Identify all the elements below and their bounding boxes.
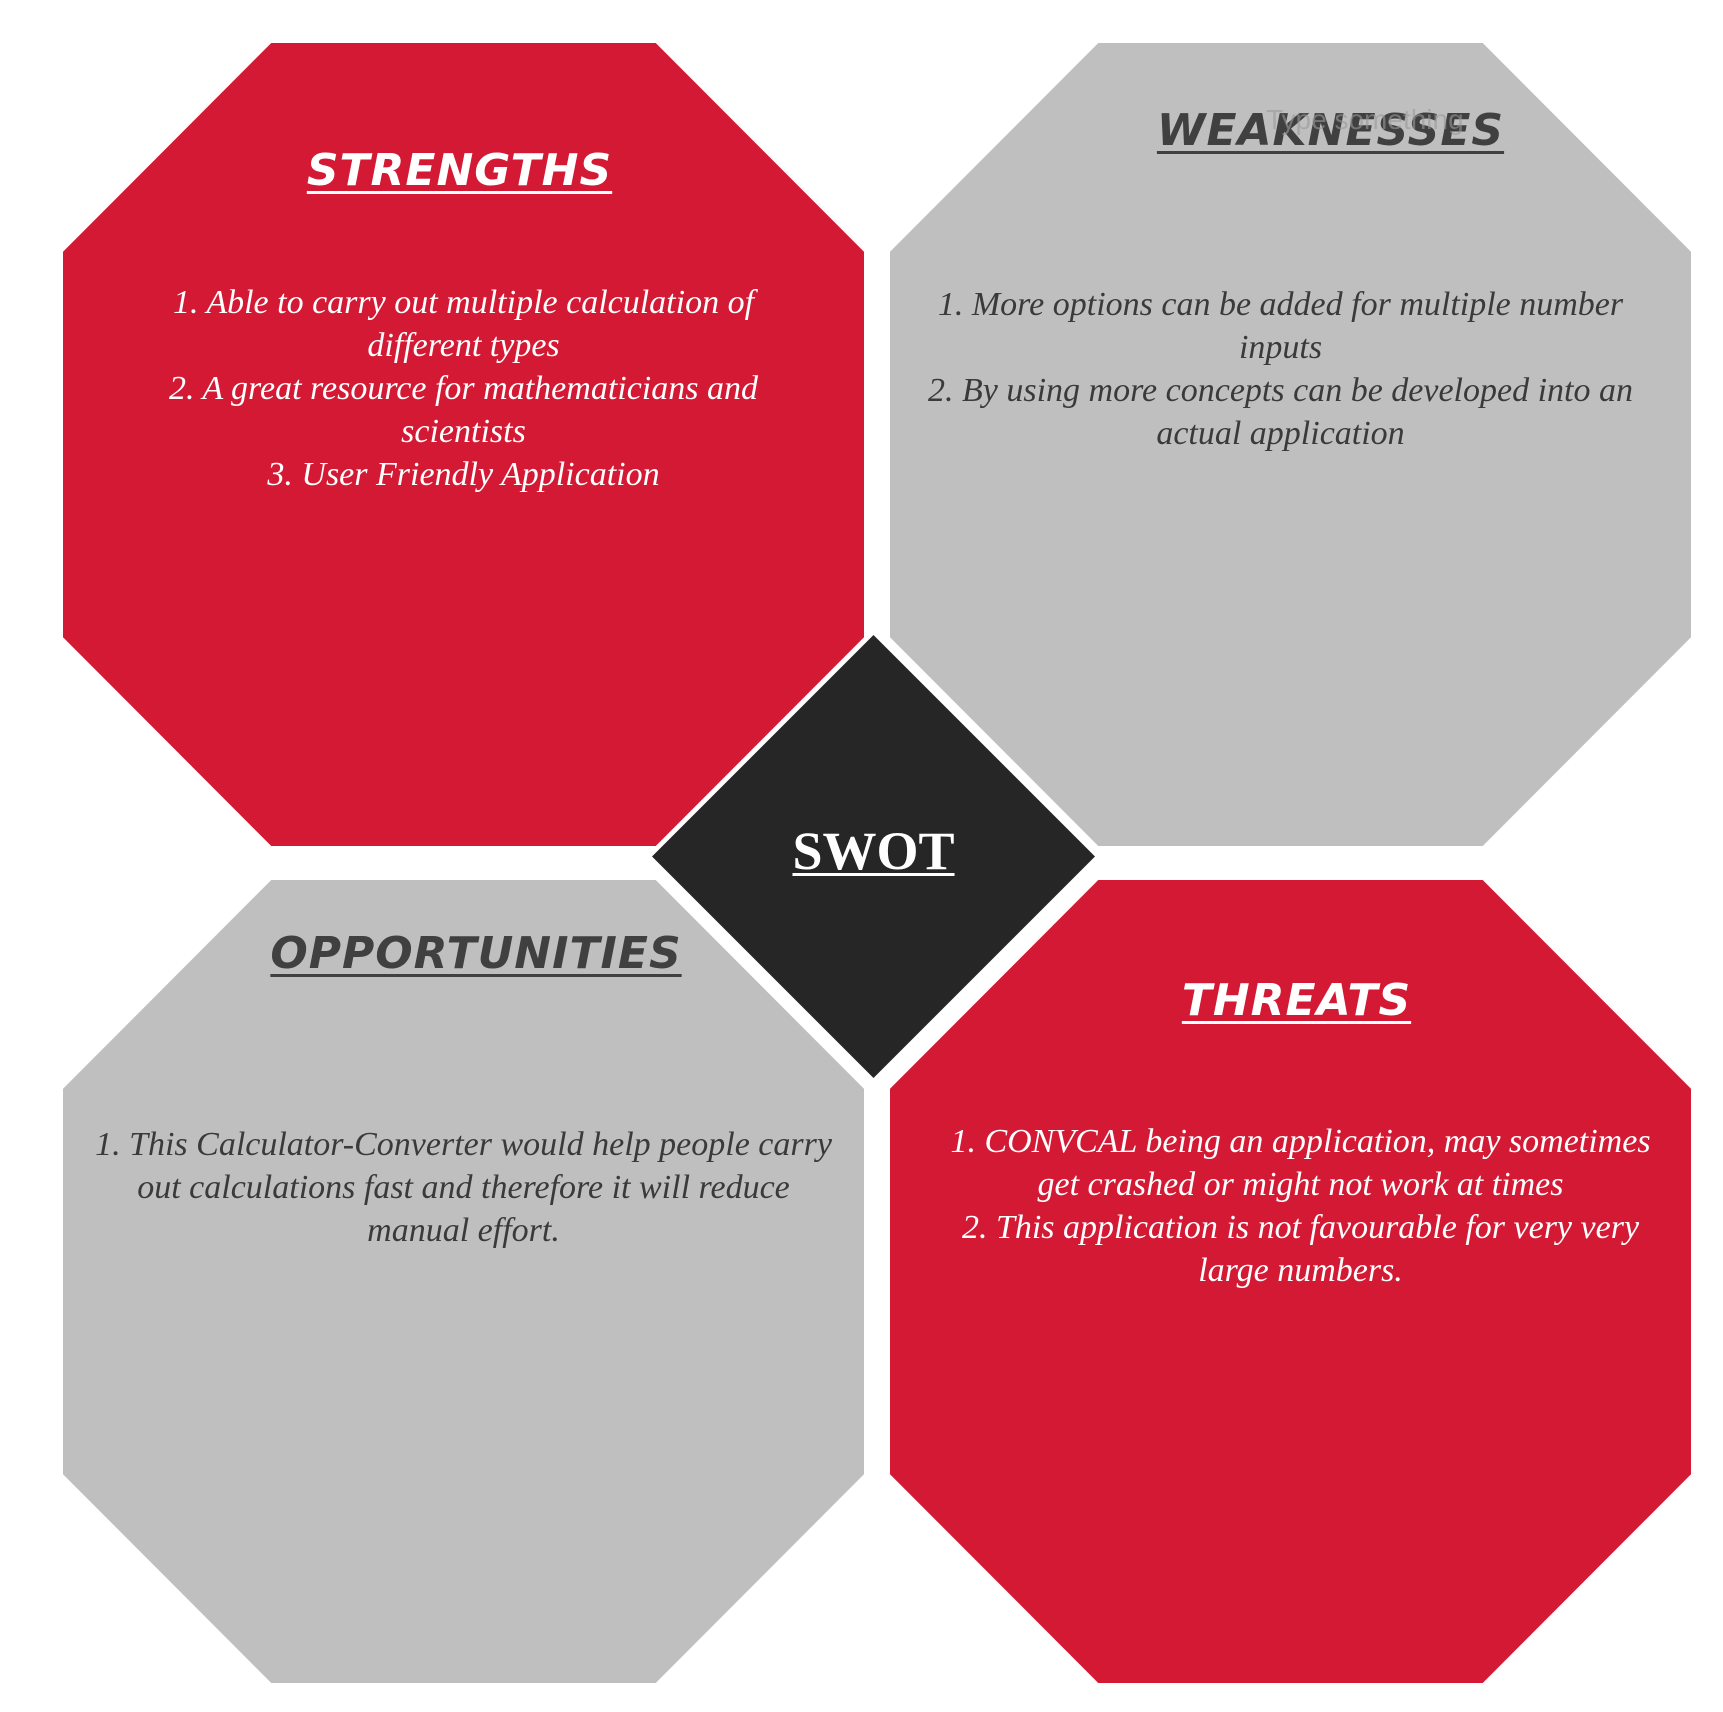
- center-label: SWOT: [792, 821, 955, 881]
- strengths-point-3: 3. User Friendly Application: [267, 456, 660, 493]
- threats-points: 1. CONVCAL being an application, may som…: [940, 1120, 1661, 1292]
- opportunities-panel: OPPORTUNITIES 1. This Calculator-Convert…: [63, 880, 864, 1683]
- threats-panel: THREATS 1. CONVCAL being an application,…: [890, 880, 1691, 1683]
- opportunities-point-1: 1. This Calculator-Converter would help …: [95, 1126, 832, 1249]
- threats-point-1: 1. CONVCAL being an application, may som…: [950, 1123, 1651, 1203]
- strengths-points: 1. Able to carry out multiple calculatio…: [113, 281, 814, 496]
- opportunities-points: 1. This Calculator-Converter would help …: [88, 1123, 839, 1252]
- weaknesses-point-2: 2. By using more concepts can be develop…: [928, 372, 1633, 452]
- strengths-title: STRENGTHS: [306, 145, 613, 196]
- strengths-point-2: 2. A great resource for mathematicians a…: [169, 370, 758, 450]
- weaknesses-title: WEAKNESSES: [1156, 105, 1505, 156]
- opportunities-title: OPPORTUNITIES: [270, 928, 682, 979]
- threats-point-2: 2. This application is not favourable fo…: [961, 1209, 1640, 1289]
- threats-title: THREATS: [1181, 975, 1412, 1026]
- weaknesses-panel: WEAKNESSES 1. More options can be added …: [890, 43, 1691, 846]
- weaknesses-point-1: 1. More options can be added for multipl…: [937, 286, 1624, 366]
- placeholder-text[interactable]: Type something: [1266, 104, 1464, 135]
- strengths-point-1: 1. Able to carry out multiple calculatio…: [172, 284, 755, 364]
- weaknesses-points: 1. More options can be added for multipl…: [920, 283, 1641, 455]
- strengths-panel: STRENGTHS 1. Able to carry out multiple …: [63, 43, 864, 846]
